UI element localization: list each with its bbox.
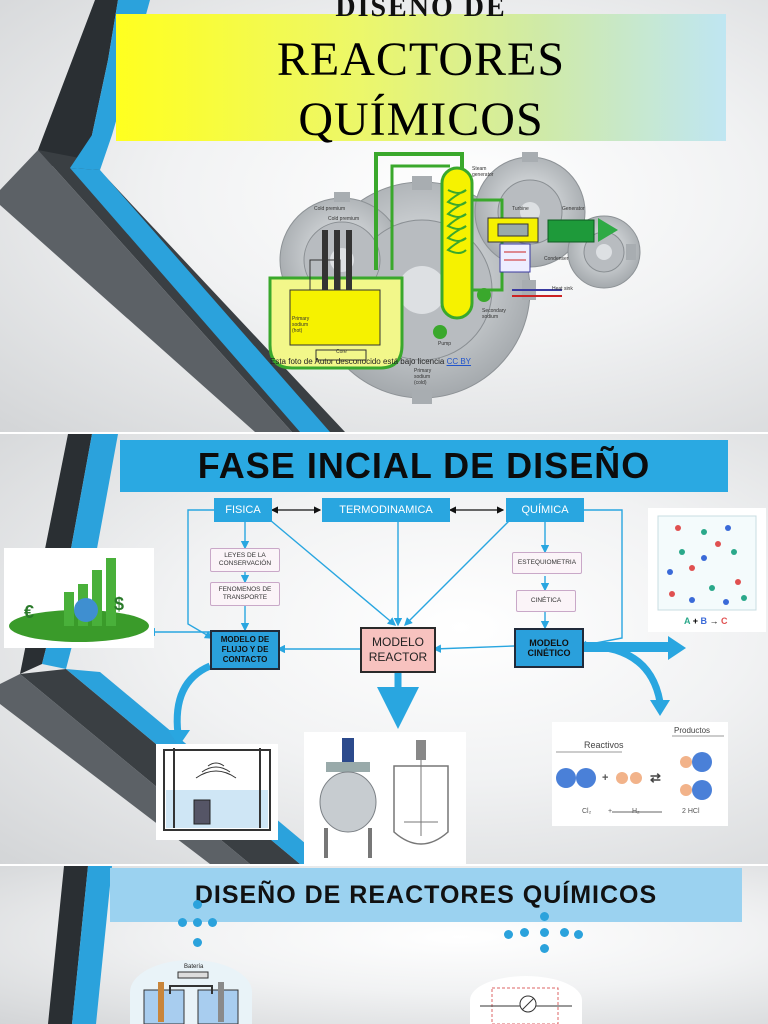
productos-label: Productos (674, 726, 711, 735)
box-modelo-reactor: MODELO REACTOR (360, 627, 436, 673)
svg-text:Pump: Pump (438, 341, 451, 347)
circuit-icon (480, 987, 572, 1024)
svg-text:(cold): (cold) (414, 380, 427, 386)
svg-text:$: $ (114, 594, 124, 614)
reactivos-label: Reactivos (584, 740, 624, 750)
slide-fase-inicial: FASE INCIAL DE DISEÑO (0, 434, 768, 864)
formula-hcl: 2 HCl (682, 808, 700, 815)
decorative-dot (208, 918, 217, 927)
title-line-2: QUÍMICOS (298, 93, 544, 146)
reaction-hcl-image: Reactivos Productos + ⇄ Cl₂ + H₂ 2 HCl (552, 722, 728, 826)
svg-text:Primary: Primary (292, 316, 310, 322)
growth-image: $ € (4, 548, 154, 648)
section-title: FASE INCIAL DE DISEÑO (120, 440, 728, 492)
svg-text:generator: generator (472, 172, 494, 178)
decorative-dot (193, 918, 202, 927)
eq-plus: + (692, 616, 698, 626)
svg-text:Steam: Steam (472, 166, 486, 172)
pill-fisica: FISICA (214, 498, 272, 522)
water-tank-icon (163, 748, 271, 831)
battery-label: Batería (184, 964, 204, 970)
svg-text:Heat sink: Heat sink (552, 286, 573, 292)
svg-text:sodium: sodium (292, 322, 308, 328)
formula-cl2: Cl₂ (582, 808, 592, 815)
decorative-dot (574, 930, 583, 939)
circuit-image (470, 976, 582, 1024)
flow-connectors (146, 506, 686, 746)
decorative-dot (193, 900, 202, 909)
svg-text:Secondary: Secondary (482, 308, 506, 314)
svg-text:€: € (24, 602, 34, 622)
battery-cell-image: Batería (130, 960, 252, 1024)
box-fenomenos-transporte: FENOMENOS DE TRANSPORTE (210, 582, 280, 606)
reactor-vessel-icon (319, 738, 449, 858)
reaction-equilibrium: ⇄ (650, 770, 661, 785)
svg-text:Core: Core (336, 349, 347, 355)
slide-divider (0, 864, 768, 866)
slide-reactores-quimicos: DISEÑO DE REACTORES QUÍMICOS (0, 0, 768, 432)
decorative-dot (193, 938, 202, 947)
money-chart-icon: $ € (9, 558, 149, 642)
decorative-dot (520, 928, 529, 937)
box-modelo-flujo: MODELO DE FLUJO Y DE CONTACTO (210, 630, 280, 670)
license-link[interactable]: CC BY (446, 357, 472, 366)
formula-h2: H₂ (632, 808, 640, 815)
pill-quimica: QUÍMICA (506, 498, 584, 522)
svg-text:sodium: sodium (482, 314, 498, 320)
box-estequiometria: ESTEQUIOMETRIA (512, 552, 582, 574)
svg-text:Cold premium: Cold premium (328, 216, 359, 222)
eq-b: B (700, 616, 707, 626)
molecule-icon (556, 735, 724, 813)
svg-text:sodium: sodium (414, 374, 430, 380)
decorative-dot (560, 928, 569, 937)
title-line-1: REACTORES (276, 33, 566, 86)
molecules-beaker-image: A + B → C (648, 508, 766, 632)
reactor-vessels-image (304, 732, 466, 864)
svg-text:Cold premium: Cold premium (314, 206, 345, 212)
section-title: DISEÑO DE REACTORES QUÍMICOS (110, 868, 742, 922)
battery-icon (143, 971, 239, 1024)
decorative-dot (504, 930, 513, 939)
eq-c: C (721, 616, 728, 626)
decorative-dot (178, 918, 187, 927)
box-leyes-conservacion: LEYES DE LA CONSERVACIÓN (210, 548, 280, 572)
formula-plus: + (608, 808, 613, 815)
decorative-dot (540, 944, 549, 953)
image-caption: Esta foto de Autor desconocido está bajo… (270, 357, 471, 366)
caption-text: Esta foto de Autor desconocido está bajo… (270, 357, 447, 366)
title-partial: DISEÑO DE (335, 0, 507, 23)
decorative-dot (540, 928, 549, 937)
pill-termodinamica: TERMODINAMICA (322, 498, 450, 522)
svg-text:(hot): (hot) (292, 328, 303, 334)
eq-arrow: → (709, 616, 719, 626)
reactor-gears-illustration: Cold premium Cold premium Primary sodium… (268, 152, 641, 404)
svg-text:Condenser: Condenser (544, 256, 569, 262)
tank-image (156, 744, 278, 840)
reaction-plus: + (602, 772, 609, 784)
decorative-dot (540, 912, 549, 921)
box-modelo-cinetico: MODELO CINÉTICO (514, 628, 584, 668)
beaker-icon (657, 515, 757, 611)
title-banner: DISEÑO DE REACTORES QUÍMICOS (116, 0, 726, 146)
svg-text:Primary: Primary (414, 368, 432, 374)
slide-divider (0, 432, 768, 434)
slide-diseno-reactores: DISEÑO DE REACTORES QUÍMICOS Batería (0, 866, 768, 1024)
eq-a: A (684, 616, 691, 626)
svg-text:Turbine: Turbine (512, 206, 529, 212)
svg-text:Generator: Generator (562, 206, 585, 212)
box-cinetica: CINÉTICA (516, 590, 576, 612)
